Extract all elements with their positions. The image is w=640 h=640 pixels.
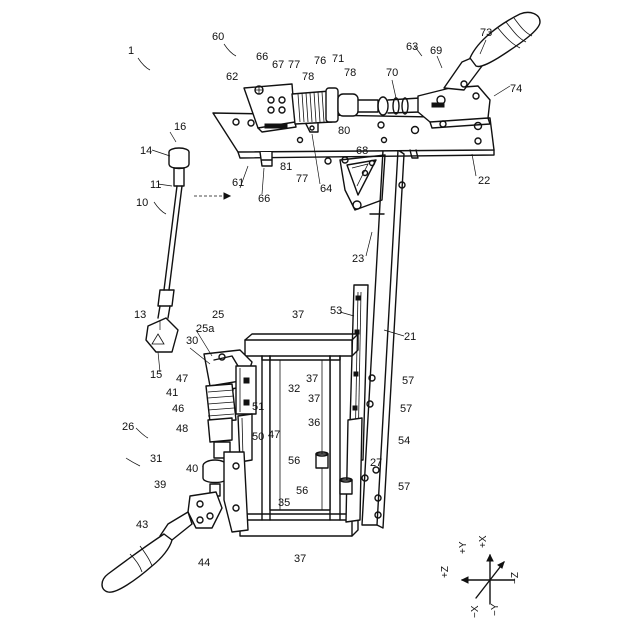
coordinate-axes — [462, 555, 514, 604]
ref-15: 15 — [150, 369, 162, 381]
ref-25a: 25a — [196, 323, 215, 335]
ref-54: 54 — [398, 435, 410, 447]
ref-47-a: 47 — [176, 373, 188, 385]
ref-39: 39 — [154, 479, 166, 491]
top-toggle-clamp — [418, 12, 540, 128]
direction-arrow — [194, 193, 230, 199]
ref-13: 13 — [134, 309, 146, 321]
ref-64: 64 — [320, 183, 332, 195]
ref-32: 32 — [288, 383, 300, 395]
ref-78-a: 78 — [302, 71, 314, 83]
axis-plus-y: +Y — [458, 541, 469, 554]
ref-62: 62 — [226, 71, 238, 83]
ref-56-a: 56 — [288, 455, 300, 467]
ref-81: 81 — [280, 161, 292, 173]
ref-37-mid2: 37 — [308, 393, 320, 405]
ref-48: 48 — [176, 423, 188, 435]
axis-plus-x: +X — [478, 535, 489, 548]
ref-71: 71 — [332, 53, 344, 65]
ref-35: 35 — [278, 497, 290, 509]
ref-63: 63 — [406, 41, 418, 53]
ref-11: 11 — [150, 179, 161, 191]
ref-53: 53 — [330, 305, 342, 317]
axis-labels: +Z +Y +X −Z −X −Y — [440, 535, 521, 618]
ref-57-c: 57 — [398, 481, 410, 493]
ref-37-top: 37 — [292, 309, 304, 321]
ref-61: 61 — [232, 177, 244, 189]
ref-74: 74 — [510, 83, 522, 95]
ref-69: 69 — [430, 45, 442, 57]
ref-40: 40 — [186, 463, 198, 475]
ref-77-top: 77 — [288, 59, 300, 71]
ref-78-b: 78 — [344, 67, 356, 79]
ref-77-bottom: 77 — [296, 173, 308, 185]
ref-26: 26 — [122, 421, 134, 433]
ref-16: 16 — [174, 121, 186, 133]
ref-60: 60 — [212, 31, 224, 43]
ref-14: 14 — [140, 145, 152, 157]
ref-27: 27 — [370, 457, 382, 469]
ref-44: 44 — [198, 557, 210, 569]
ref-67: 67 — [272, 59, 284, 71]
top-plate-bolts — [260, 152, 348, 166]
ref-66-bottom: 66 — [258, 193, 270, 205]
ref-43: 43 — [136, 519, 148, 531]
ref-37-mid: 37 — [306, 373, 318, 385]
ref-22: 22 — [478, 175, 490, 187]
ref-46: 46 — [172, 403, 184, 415]
ref-51: 51 — [252, 401, 264, 413]
ref-47-b: 47 — [268, 429, 280, 441]
lower-toggle-clamp — [102, 452, 248, 592]
ref-73: 73 — [480, 27, 492, 39]
ref-80: 80 — [338, 125, 350, 137]
ref-31: 31 — [150, 453, 162, 465]
ref-21: 21 — [404, 331, 416, 343]
base-rail — [362, 150, 405, 528]
ref-10: 10 — [136, 197, 148, 209]
ref-66-top: 66 — [256, 51, 268, 63]
ref-68: 68 — [356, 145, 368, 157]
axis-plus-z: +Z — [440, 566, 451, 578]
ref-57-a: 57 — [402, 375, 414, 387]
ref-76: 76 — [314, 55, 326, 67]
ref-50: 50 — [252, 431, 264, 443]
ref-30: 30 — [186, 335, 198, 347]
ref-41: 41 — [166, 387, 178, 399]
ref-37-bottom: 37 — [294, 553, 306, 565]
ref-1: 1 — [128, 45, 134, 57]
ref-25: 25 — [212, 309, 224, 321]
ref-57-b: 57 — [400, 403, 412, 415]
ref-36: 36 — [308, 417, 320, 429]
axis-minus-z: −Z — [510, 572, 521, 584]
axis-minus-x: −X — [470, 605, 481, 618]
axis-minus-y: −Y — [490, 603, 501, 616]
ref-70: 70 — [386, 67, 398, 79]
ref-23: 23 — [352, 253, 364, 265]
ref-56-b: 56 — [296, 485, 308, 497]
